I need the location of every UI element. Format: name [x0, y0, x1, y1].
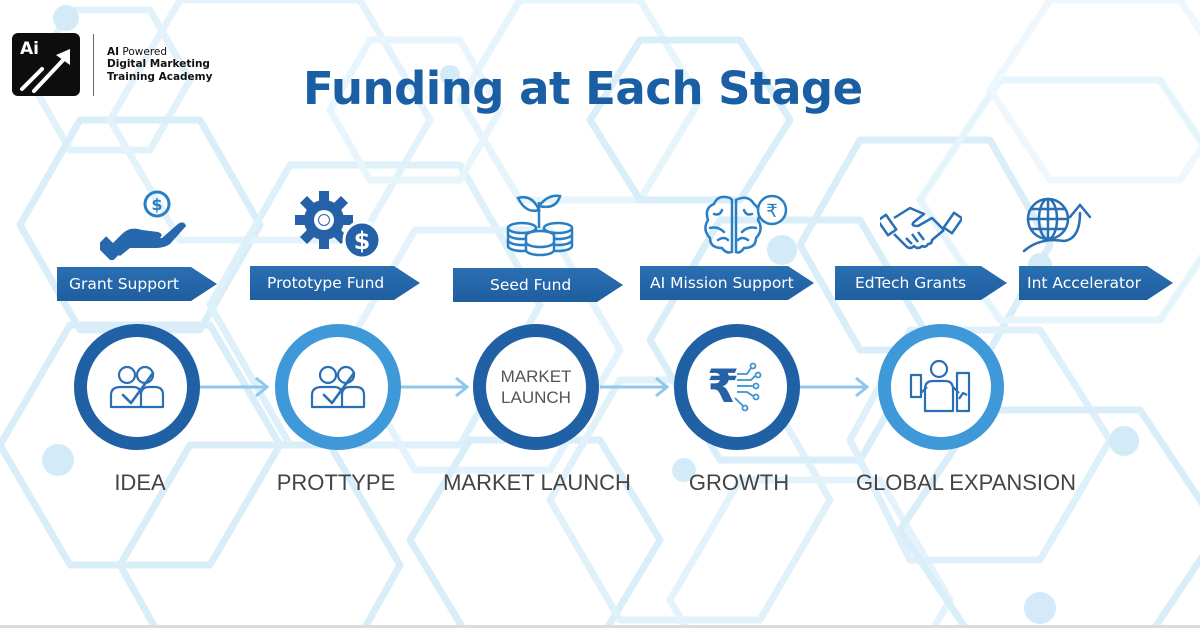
banner-label: Seed Fund	[490, 276, 572, 294]
globe-growth-icon	[1022, 197, 1092, 253]
circle-text-line2: LAUNCH	[501, 388, 571, 407]
brand-line1-rest: Powered	[119, 45, 168, 58]
people-check-icon	[109, 365, 165, 409]
banner-label: EdTech Grants	[855, 274, 967, 292]
flow-arrow-icon	[600, 376, 670, 398]
circle-text: MARKET LAUNCH	[501, 366, 572, 408]
growth-arrow-icon	[20, 49, 70, 93]
circle-text-line1: MARKET	[500, 367, 572, 386]
banner-grant-support: Grant Support	[57, 267, 217, 301]
banner-seed-fund: Seed Fund	[453, 268, 623, 302]
stage-label-growth: GROWTH	[688, 470, 790, 495]
stage-label-global-expansion: GLOBAL EXPANSION	[855, 470, 1077, 495]
handshake-icon	[880, 206, 962, 250]
banner-label: AI Mission Support	[650, 274, 794, 292]
logo-mark: Ai	[12, 33, 80, 96]
svg-text:$: $	[151, 195, 162, 214]
logo-mark-text: Ai	[20, 39, 39, 59]
stage-circle-growth: ₹	[674, 324, 800, 450]
banner-label: Prototype Fund	[267, 274, 385, 292]
stage-label-market-launch: MARKET LAUNCH	[443, 470, 631, 495]
flow-arrow-icon	[400, 376, 470, 398]
banner-ai-mission-support: AI Mission Support	[640, 266, 814, 300]
banner-edtech-grants: EdTech Grants	[835, 266, 1007, 300]
stage-circle-global-expansion	[878, 324, 1004, 450]
flow-arrow-icon	[800, 376, 870, 398]
bottom-divider	[0, 625, 1200, 628]
svg-text:$: $	[354, 227, 371, 255]
brain-rupee-icon: ₹	[704, 194, 788, 254]
page-title: Funding at Each Stage	[303, 62, 863, 115]
gear-dollar-icon: $	[295, 191, 382, 260]
stage-label-idea: IDEA	[114, 470, 166, 495]
svg-text:₹: ₹	[707, 360, 739, 413]
brand-name: AI Powered Digital Marketing Training Ac…	[107, 46, 212, 84]
logo-divider	[93, 33, 94, 96]
stage-label-prototype: PROTTYPE	[276, 470, 396, 495]
banner-prototype-fund: Prototype Fund	[250, 266, 420, 300]
brand-logo: Ai AI Powered Digital Marketing Training…	[12, 33, 212, 96]
brand-line2: Digital Marketing	[107, 58, 210, 71]
stage-circle-prototype	[275, 324, 401, 450]
rupee-circuit-icon: ₹	[707, 360, 762, 413]
banner-label: Grant Support	[69, 275, 179, 293]
hand-coin-icon: $	[100, 190, 186, 260]
plant-coins-icon	[506, 194, 574, 257]
presenter-icon	[909, 359, 971, 413]
stage-circle-idea	[74, 324, 200, 450]
people-check-icon	[310, 365, 366, 409]
brand-line3: Training Academy	[107, 70, 213, 83]
brand-line1-bold: AI	[107, 45, 120, 58]
stage-circle-market-launch: MARKET LAUNCH	[473, 324, 599, 450]
flow-arrow-icon	[200, 376, 270, 398]
banner-int-accelerator: Int Accelerator	[1019, 266, 1173, 300]
svg-text:₹: ₹	[766, 201, 777, 222]
banner-label: Int Accelerator	[1027, 274, 1141, 292]
